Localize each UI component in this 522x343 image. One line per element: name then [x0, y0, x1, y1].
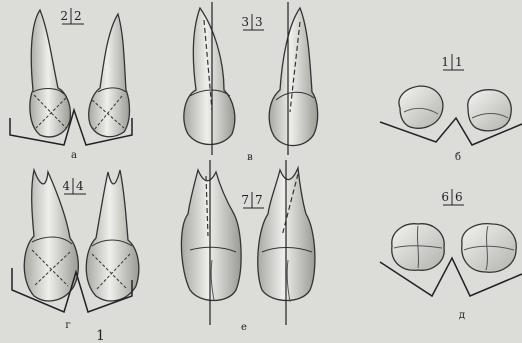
tooth-v-left — [184, 8, 235, 145]
svg-text:1: 1 — [441, 55, 449, 69]
tooth-g-right — [86, 170, 139, 301]
caption-d: д — [459, 310, 465, 321]
tooth-v-right — [269, 8, 317, 146]
caption-e: е — [241, 322, 247, 333]
corner-mark: 1 — [96, 328, 105, 343]
tooth-number-a: 2 2 — [60, 8, 84, 24]
panel-v: 3 3 в — [184, 2, 318, 163]
tooth-number-b: 1 1 — [441, 54, 464, 70]
tooth-b-left — [399, 86, 443, 128]
tooth-a-right — [89, 14, 130, 137]
panel-a: 2 2 а — [10, 8, 132, 161]
caption-v: в — [247, 152, 253, 163]
svg-text:3: 3 — [255, 15, 263, 29]
svg-text:4: 4 — [62, 179, 70, 193]
svg-text:1: 1 — [455, 55, 463, 69]
caption-b: б — [455, 152, 461, 163]
tooth-d-right — [462, 224, 517, 273]
panel-b: 1 1 б — [380, 54, 522, 163]
svg-text:6: 6 — [441, 190, 449, 204]
tooth-d-left — [392, 224, 444, 271]
svg-text:7: 7 — [255, 193, 263, 207]
tooth-g-left — [24, 170, 78, 301]
tooth-number-v: 3 3 — [241, 14, 264, 30]
tooth-number-d: 6 6 — [441, 189, 464, 205]
panel-d: 6 6 д — [380, 189, 522, 321]
panel-g: 4 4 г — [12, 170, 139, 331]
tooth-number-g: 4 4 — [62, 178, 86, 194]
panel-e: 7 7 е — [181, 160, 315, 333]
tooth-b-right — [468, 90, 511, 131]
svg-text:7: 7 — [241, 193, 249, 207]
svg-text:2: 2 — [60, 9, 68, 23]
svg-text:2: 2 — [74, 9, 82, 23]
svg-text:3: 3 — [241, 15, 249, 29]
tooth-a-left — [30, 10, 71, 137]
svg-text:6: 6 — [455, 190, 463, 204]
caption-a: а — [71, 150, 77, 161]
tooth-e-left — [181, 170, 241, 301]
caption-g: г — [65, 320, 70, 331]
svg-text:4: 4 — [76, 179, 84, 193]
tooth-number-e: 7 7 — [241, 192, 264, 208]
